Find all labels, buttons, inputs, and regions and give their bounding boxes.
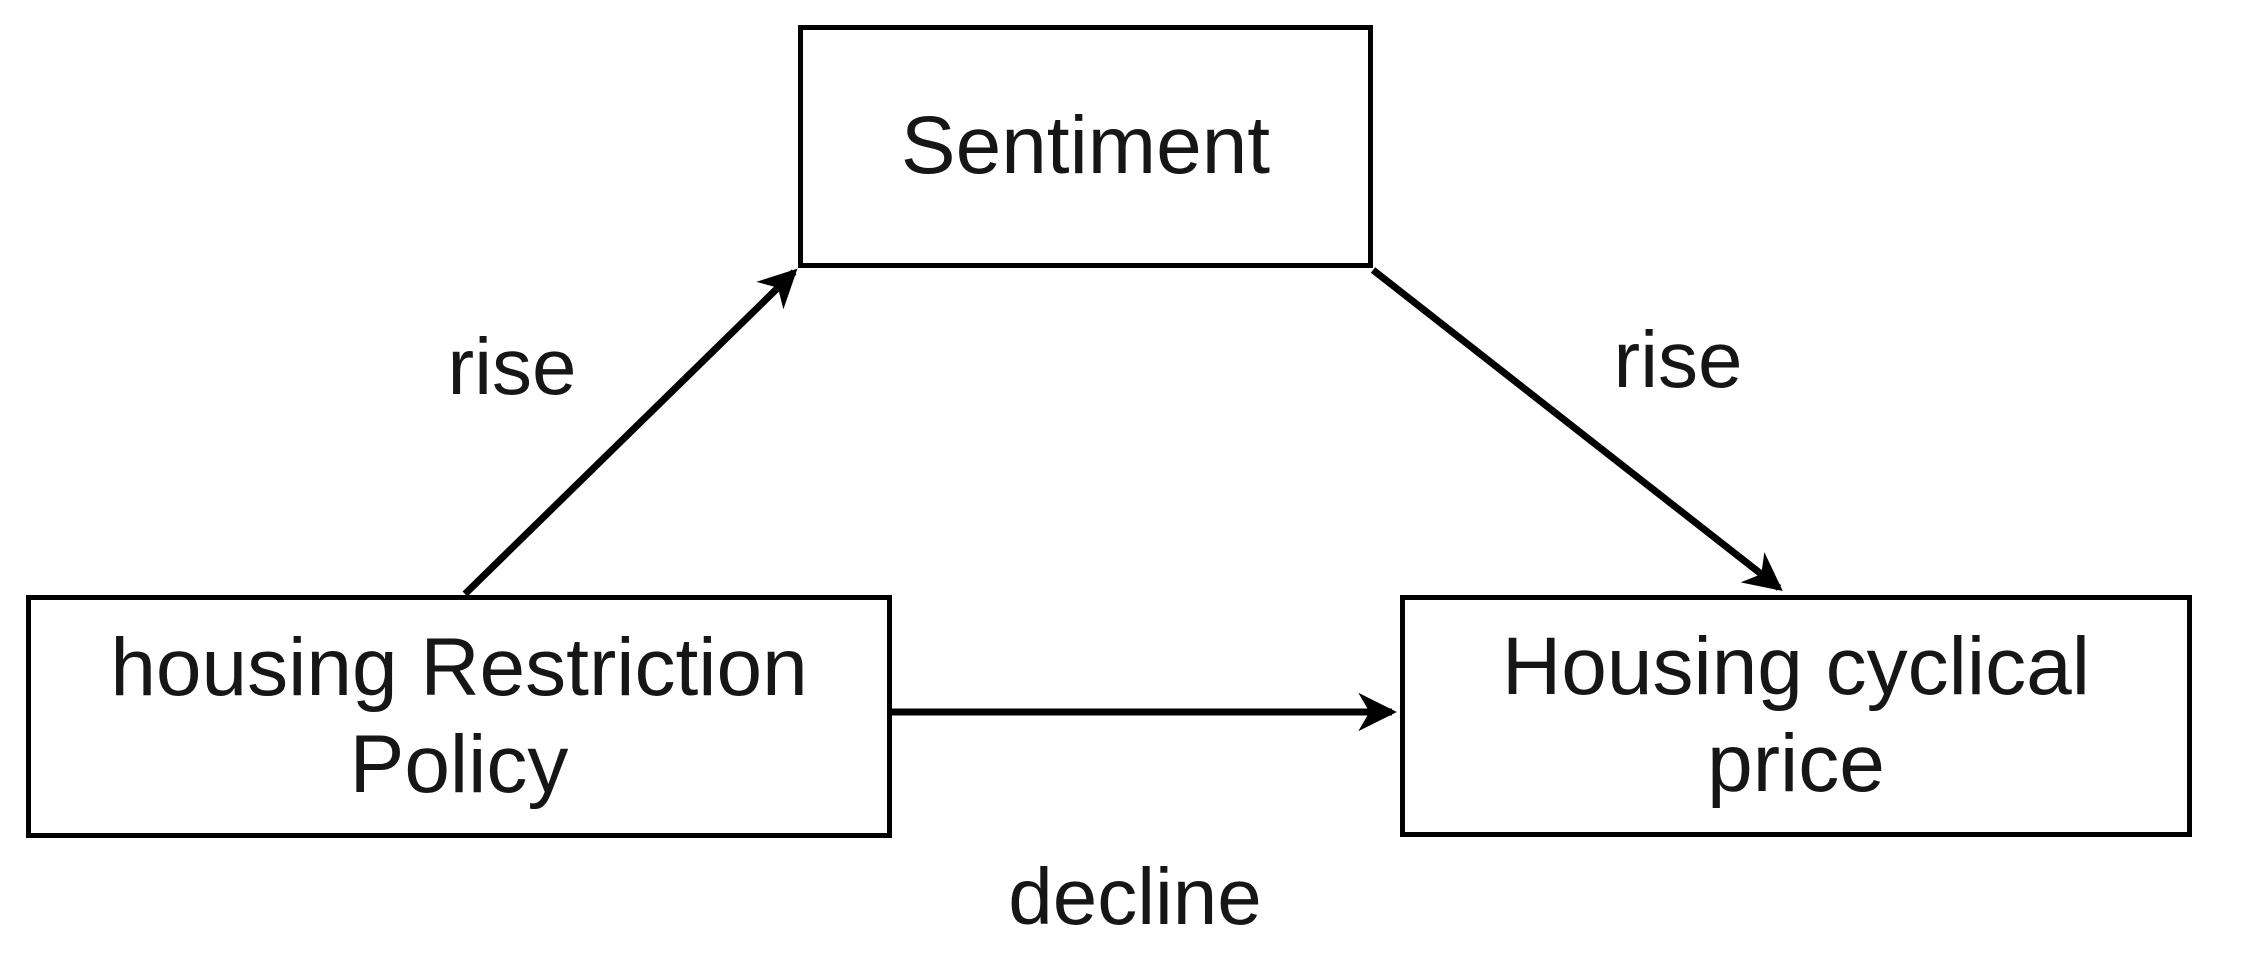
edge-sentiment-to-price-arrow — [1370, 267, 1783, 591]
node-price-label-line2: price — [1707, 718, 1885, 809]
edge-label-decline: decline — [1008, 852, 1262, 941]
node-price-label-line1: Housing cyclical — [1502, 621, 2090, 713]
node-policy-label-line2: Policy — [349, 718, 569, 810]
node-housing-cyclical-price: Housing cyclical price — [1400, 595, 2192, 837]
node-housing-restriction-policy: housing Restriction Policy — [26, 595, 892, 838]
edge-label-rise-right: rise — [1613, 315, 1743, 404]
edge-label-rise-left: rise — [447, 322, 577, 411]
node-sentiment-label: Sentiment — [900, 100, 1271, 192]
edge-policy-to-sentiment-arrow — [462, 268, 798, 597]
node-sentiment: Sentiment — [798, 25, 1373, 268]
node-policy-label-line1: housing Restriction — [110, 621, 808, 713]
